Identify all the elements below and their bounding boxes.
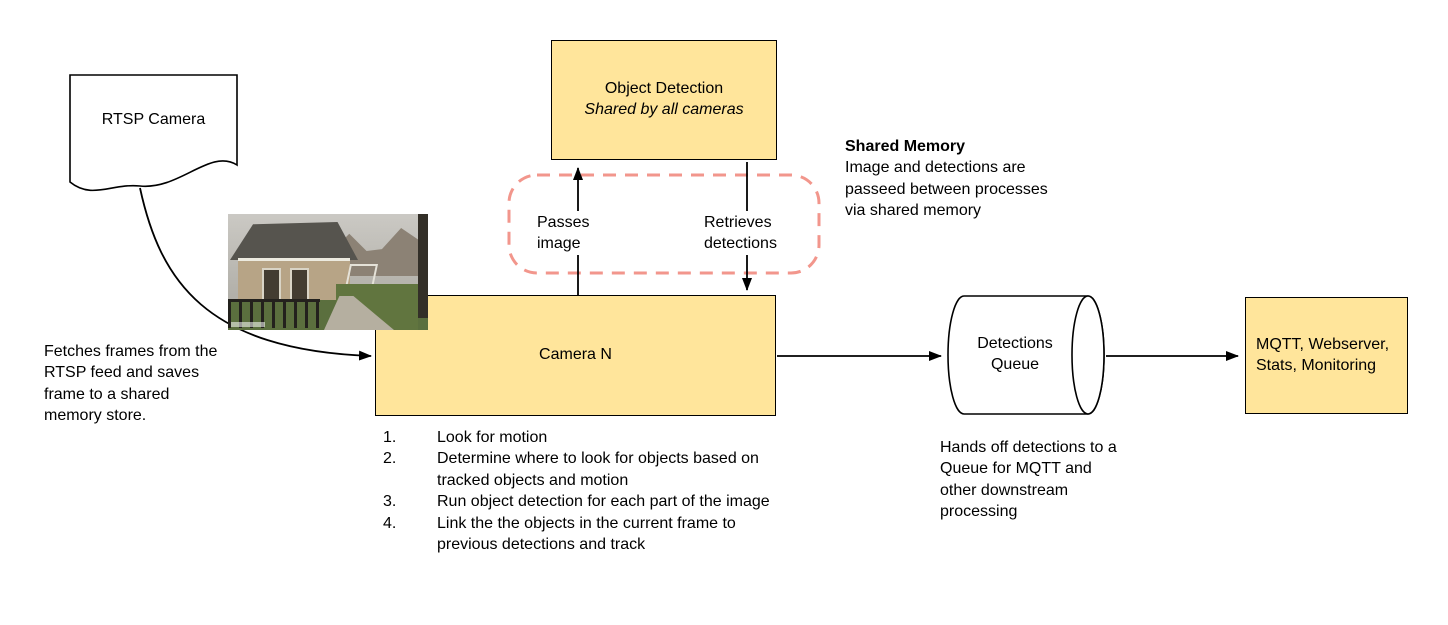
camera-step: Determine where to look for objects base… <box>383 448 775 491</box>
camera-step: Link the the objects in the current fram… <box>383 513 775 556</box>
camera-step-text: Run object detection for each part of th… <box>437 493 770 511</box>
rtsp-camera-label-text: RTSP Camera <box>101 110 206 128</box>
camera-n-label: Camera N <box>539 346 612 364</box>
snapshot-timestamp-overlay <box>231 322 265 327</box>
camera-step: Look for motion <box>383 427 775 448</box>
object-detection-node: Object Detection Shared by all cameras <box>551 40 777 160</box>
camera-step-text: Determine where to look for objects base… <box>437 450 759 489</box>
camera-step: Run object detection for each part of th… <box>383 491 775 512</box>
shared-memory-body: Image and detections are passeed between… <box>845 159 1048 219</box>
fetch-frames-note: Fetches frames from the RTSP feed and sa… <box>44 343 218 424</box>
object-detection-title: Object Detection <box>604 80 724 98</box>
snapshot-porch-post <box>418 214 428 318</box>
passes-image-label: Passes image <box>534 211 593 256</box>
camera-step-text: Look for motion <box>437 429 548 446</box>
camera-n-node: Camera N <box>375 295 776 416</box>
outputs-label: MQTT, Webserver, Stats, Monitoring <box>1256 335 1390 374</box>
shared-memory-note: Shared Memory Image and detections are p… <box>845 136 1061 221</box>
shared-memory-title: Shared Memory <box>845 138 966 155</box>
camera-step-text: Link the the objects in the current fram… <box>437 514 736 554</box>
queue-handoff-note: Hands off detections to a Queue for MQTT… <box>940 439 1117 520</box>
camera-snapshot <box>228 214 428 330</box>
object-detection-subtitle: Shared by all cameras <box>584 101 744 118</box>
detections-queue-label-text: Detections Queue <box>977 335 1053 373</box>
outputs-node: MQTT, Webserver, Stats, Monitoring <box>1245 297 1408 414</box>
detections-queue-label: Detections Queue <box>954 296 1076 414</box>
retrieves-detections-label: Retrieves detections <box>701 211 780 256</box>
rtsp-camera-label: RTSP Camera <box>70 78 237 162</box>
detections-queue-cap <box>1071 295 1105 415</box>
camera-steps-list: Look for motion Determine where to look … <box>383 427 775 556</box>
